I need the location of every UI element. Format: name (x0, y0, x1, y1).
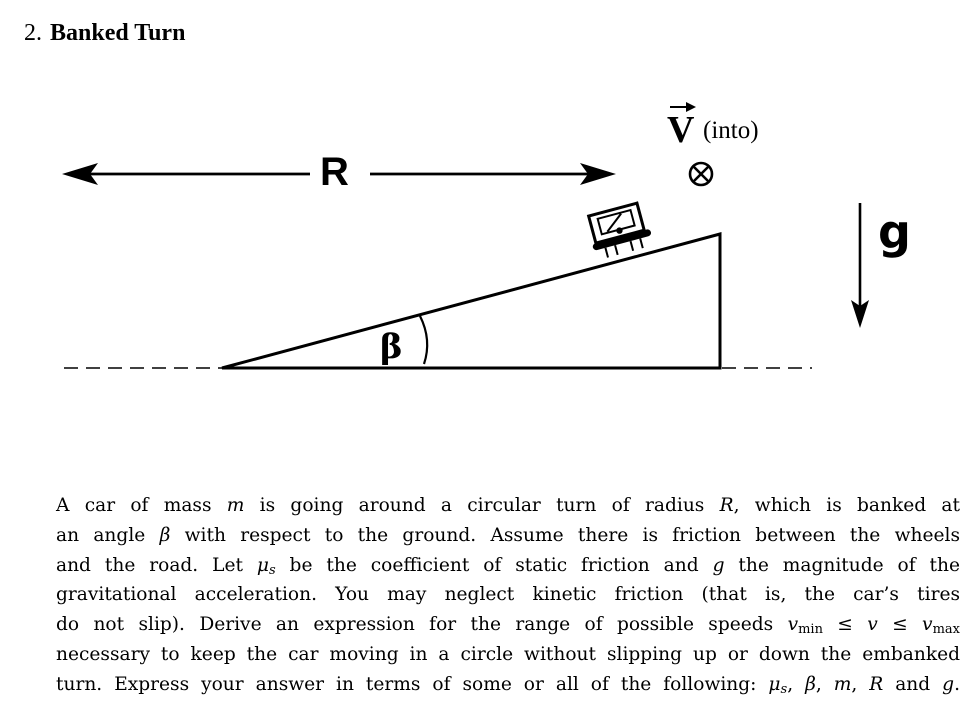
math-leq: ≤ (822, 614, 868, 636)
radius-arrow-right-head (580, 163, 616, 185)
text-segment: turn. Express your answer in terms of so… (56, 673, 769, 695)
problem-title: Banked Turn (50, 20, 186, 46)
text-segment: be the coefficient of static friction an… (275, 554, 713, 576)
math-v: v (787, 614, 799, 636)
gravity-arrow-head (851, 300, 869, 328)
math-leq: ≤ (877, 614, 923, 636)
text-segment: , (851, 673, 870, 695)
statement-line-7: turn. Express your answer in terms of so… (56, 670, 960, 700)
text-segment: , which is banked at (733, 495, 960, 516)
text-segment: necessary to keep the car moving in a ci… (56, 643, 960, 665)
text-segment: an angle (56, 524, 160, 546)
math-mu: μ (256, 554, 269, 576)
radius-label: R (320, 150, 349, 194)
math-angle: β (805, 673, 816, 695)
problem-heading: 2. Banked Turn (24, 18, 185, 48)
math-mass: m (226, 495, 245, 516)
text-segment: is going around a circular turn of radiu… (244, 495, 720, 516)
into-page-icon (688, 161, 714, 187)
math-subscript: s (268, 562, 276, 578)
problem-number: 2. (24, 20, 42, 46)
text-segment: and the road. Let (56, 554, 257, 576)
angle-label: β (380, 327, 403, 367)
math-subscript: max (932, 622, 960, 638)
text-segment: , (787, 673, 806, 695)
math-subscript: min (798, 622, 823, 638)
statement-line-4: gravitational acceleration. You may negl… (56, 580, 960, 610)
problem-statement: A car of mass m is going around a circul… (56, 491, 960, 700)
gravity-label: g (878, 205, 911, 259)
velocity-vector-arrow-head (686, 102, 696, 112)
math-subscript: s (780, 681, 788, 697)
text-segment: with respect to the ground. Assume there… (170, 524, 960, 546)
statement-line-3: and the road. Let μs be the coefficient … (56, 551, 960, 581)
math-radius: R (719, 495, 734, 516)
text-segment: . (954, 673, 960, 695)
math-angle: β (159, 524, 171, 546)
statement-line-5: do not slip). Derive an expression for t… (56, 610, 960, 640)
angle-arc (419, 315, 429, 365)
math-gravity: g (712, 554, 725, 576)
banked-turn-figure: β R V (into) g (62, 102, 911, 370)
radius-arrow-left-head (62, 163, 98, 185)
statement-line-1: A car of mass m is going around a circul… (56, 491, 960, 521)
text-segment: A car of mass (56, 495, 227, 516)
incline-triangle (221, 232, 722, 370)
statement-line-2: an angle β with respect to the ground. A… (56, 521, 960, 551)
math-mass: m (833, 673, 852, 695)
math-v: v (867, 614, 878, 636)
velocity-symbol: V (667, 109, 695, 151)
car-icon (586, 201, 652, 258)
text-segment: gravitational acceleration. You may negl… (56, 584, 960, 606)
velocity-direction-note: (into) (703, 117, 759, 144)
text-segment: the magnitude of the (724, 554, 960, 576)
math-mu: μ (768, 673, 781, 695)
text-segment: do not slip). Derive an expression for t… (56, 614, 788, 636)
text-segment: , (815, 673, 834, 695)
math-radius: R (869, 673, 884, 695)
math-gravity: g (942, 673, 955, 695)
text-segment: and (883, 673, 943, 695)
statement-line-6: necessary to keep the car moving in a ci… (56, 640, 960, 670)
math-v: v (922, 614, 933, 636)
